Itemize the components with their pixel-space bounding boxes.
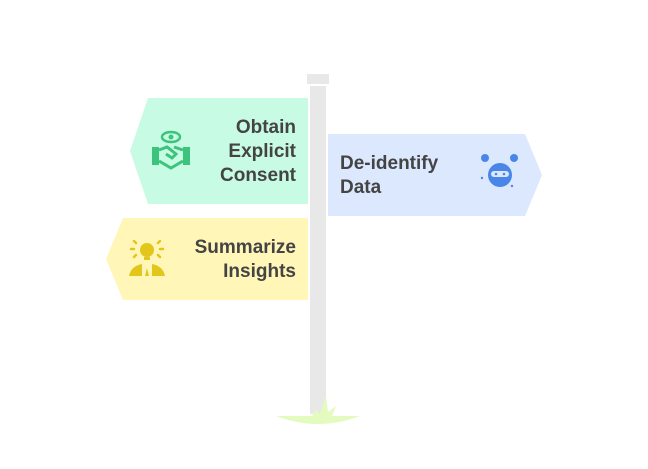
lightbulb-person-icon xyxy=(129,240,165,276)
sign-label-line: Data xyxy=(340,177,382,198)
sign-label-line: Explicit xyxy=(228,141,296,162)
sign-shape xyxy=(328,134,542,216)
masked-person-icon xyxy=(480,154,518,188)
sign-de-identify-data: De-identify Data xyxy=(328,134,542,216)
signpost-cap xyxy=(307,74,329,84)
sign-label-line: Insights xyxy=(223,261,296,282)
sign-summarize-insights: Summarize Insights xyxy=(106,218,308,300)
sign-obtain-explicit-consent: Obtain Explicit Consent xyxy=(130,98,308,204)
signpost-pole xyxy=(310,86,326,414)
sign-label-line: Summarize xyxy=(194,237,296,258)
sign-label-line: De-identify xyxy=(340,153,439,174)
sign-label-line: Consent xyxy=(220,165,296,186)
sign-shape xyxy=(106,218,308,300)
sign-label-line: Obtain xyxy=(235,117,296,138)
grass-base xyxy=(276,396,360,424)
handshake-eye-icon xyxy=(152,130,190,170)
sign-shape xyxy=(130,98,308,204)
